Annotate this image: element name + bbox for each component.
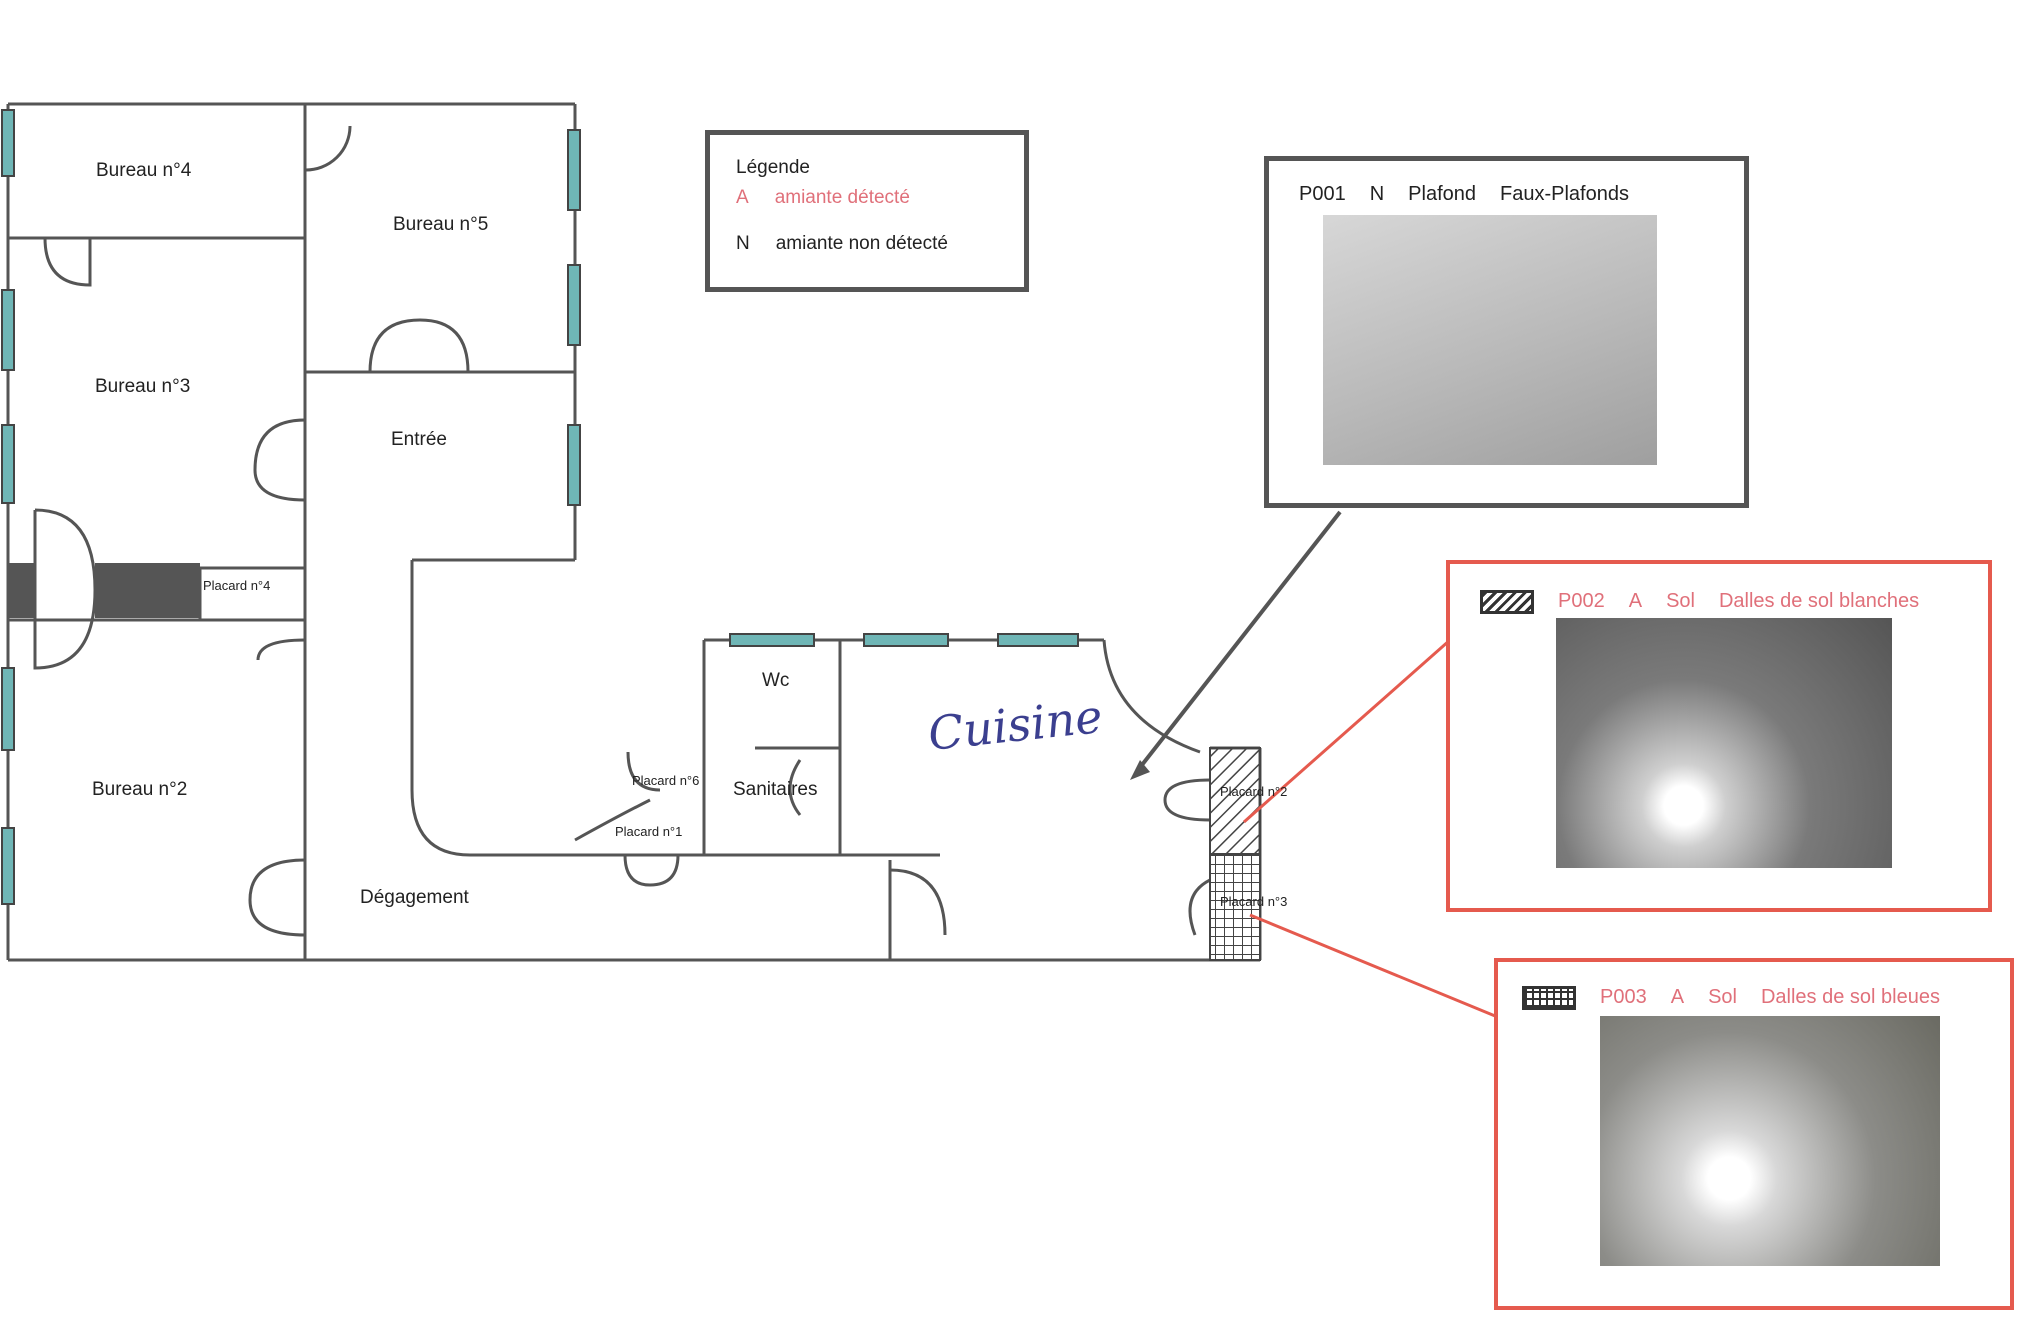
room-placard-3: Placard n°3 bbox=[1220, 894, 1287, 909]
room-bureau-3: Bureau n°3 bbox=[95, 376, 190, 397]
room-placard-4: Placard n°4 bbox=[203, 578, 270, 593]
hatch-pattern-icon bbox=[1480, 590, 1534, 614]
legend-label: amiante détecté bbox=[774, 187, 910, 208]
room-placard-1: Placard n°1 bbox=[615, 824, 682, 839]
connector-p001 bbox=[1136, 510, 1342, 772]
sample-material: Faux-Plafonds bbox=[1500, 183, 1629, 205]
sample-card-p003: P003 A Sol Dalles de sol bleues bbox=[1494, 958, 2014, 1310]
sample-id: P002 bbox=[1558, 590, 1605, 612]
legend-item-detected: A amiante détecté bbox=[736, 187, 998, 209]
zone-p003 bbox=[1209, 853, 1261, 961]
room-sanitaires: Sanitaires bbox=[733, 779, 818, 800]
sample-location: Sol bbox=[1666, 590, 1695, 612]
sample-caption: P003 A Sol Dalles de sol bleues bbox=[1522, 986, 1940, 1010]
room-bureau-2: Bureau n°2 bbox=[92, 779, 187, 800]
room-bureau-4: Bureau n°4 bbox=[96, 160, 192, 181]
connector-p002 bbox=[1243, 638, 1451, 824]
handwritten-cuisine: Cuisine bbox=[926, 689, 1105, 761]
sample-photo bbox=[1556, 618, 1892, 868]
sample-photo bbox=[1600, 1016, 1940, 1266]
grid-pattern-icon bbox=[1522, 986, 1576, 1010]
room-bureau-5: Bureau n°5 bbox=[393, 214, 488, 235]
sample-caption: P001 N Plafond Faux-Plafonds bbox=[1299, 183, 1629, 206]
sample-status: N bbox=[1369, 183, 1385, 205]
legend-box: Légende A amiante détecté N amiante non … bbox=[705, 130, 1029, 292]
room-wc: Wc bbox=[762, 670, 789, 691]
sample-status: A bbox=[1628, 590, 1643, 612]
sample-id: P003 bbox=[1600, 986, 1647, 1008]
connector-p003 bbox=[1249, 913, 1501, 1020]
room-entree: Entrée bbox=[391, 429, 447, 450]
sample-material: Dalles de sol bleues bbox=[1760, 986, 1940, 1008]
legend-code: N bbox=[736, 233, 750, 254]
legend-code: A bbox=[736, 187, 749, 208]
legend-item-not-detected: N amiante non détecté bbox=[736, 233, 998, 255]
room-placard-6: Placard n°6 bbox=[632, 773, 699, 788]
legend-label: amiante non détecté bbox=[775, 233, 948, 254]
sample-id: P001 bbox=[1299, 183, 1346, 205]
sample-location: Sol bbox=[1708, 986, 1737, 1008]
room-degagement: Dégagement bbox=[360, 887, 470, 908]
sample-caption: P002 A Sol Dalles de sol blanches bbox=[1480, 590, 1919, 614]
room-placard-2: Placard n°2 bbox=[1220, 784, 1287, 799]
sample-location: Plafond bbox=[1408, 183, 1477, 205]
zone-p002 bbox=[1209, 747, 1261, 855]
legend-title: Légende bbox=[736, 157, 810, 178]
sample-card-p002: P002 A Sol Dalles de sol blanches bbox=[1446, 560, 1992, 912]
sample-material: Dalles de sol blanches bbox=[1718, 590, 1920, 612]
sample-card-p001: P001 N Plafond Faux-Plafonds bbox=[1264, 156, 1749, 508]
sample-status: A bbox=[1670, 986, 1685, 1008]
sample-photo bbox=[1323, 215, 1657, 465]
